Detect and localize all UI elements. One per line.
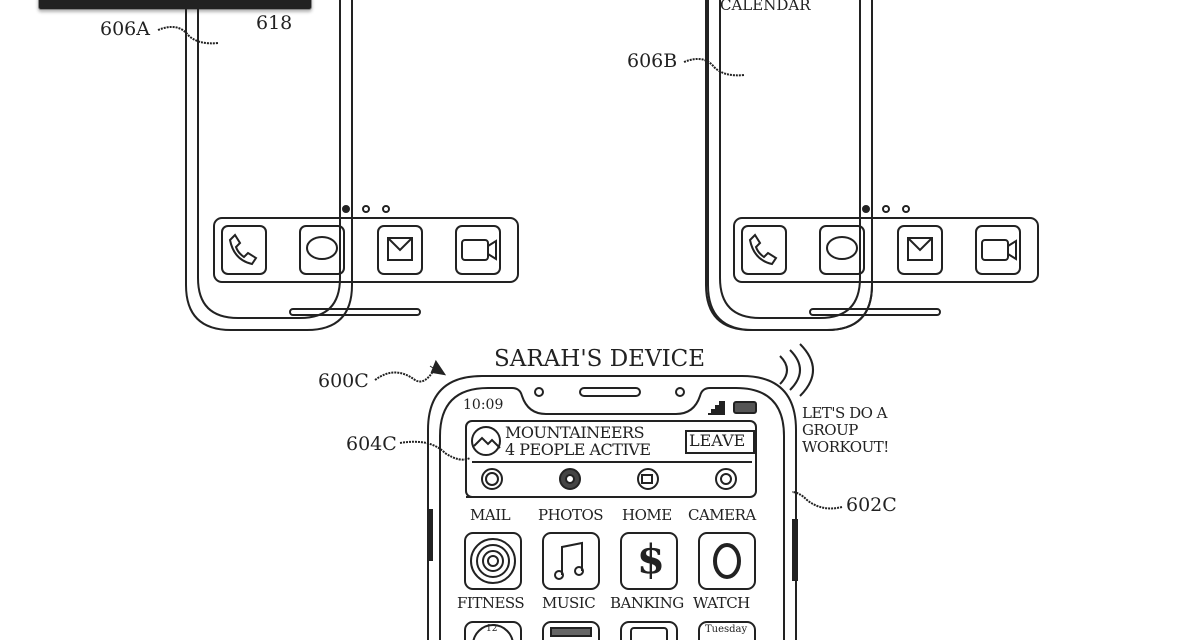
ref-618: 618 bbox=[256, 12, 293, 34]
calendar-label: CALENDAR bbox=[720, 0, 811, 14]
fitness-icon bbox=[464, 532, 522, 590]
group-name: MOUNTAINEERS bbox=[505, 423, 645, 442]
calendar-day: Tuesday bbox=[705, 624, 748, 635]
tooltip-overlay bbox=[38, 0, 312, 10]
speech-line: WORKOUT! bbox=[802, 438, 889, 456]
speech-line: GROUP bbox=[802, 421, 858, 439]
phone-606a bbox=[185, 0, 519, 331]
dollar-icon: $ bbox=[637, 536, 665, 583]
phone-icon bbox=[221, 225, 267, 275]
app-label-mail[interactable]: MAIL bbox=[470, 506, 511, 524]
ref-602c: 602C bbox=[846, 494, 897, 516]
music-icon bbox=[542, 532, 600, 590]
mail-icon bbox=[377, 225, 423, 275]
speech-text: LET'S DO A GROUP WORKOUT! bbox=[802, 405, 922, 456]
phone-606b bbox=[705, 0, 1039, 331]
watch-icon bbox=[698, 532, 756, 590]
phone-600c bbox=[427, 343, 814, 640]
speech-line: LET'S DO A bbox=[802, 404, 888, 422]
ref-606b: 606B bbox=[627, 50, 678, 72]
leave-button[interactable]: LEAVE bbox=[689, 431, 746, 450]
clock-number: 12 bbox=[486, 624, 498, 634]
ref-600c: 600C bbox=[318, 370, 369, 392]
app-label-home[interactable]: HOME bbox=[622, 506, 672, 524]
app-label-watch[interactable]: WATCH bbox=[693, 594, 750, 612]
facetime-icon bbox=[455, 225, 501, 275]
messages-icon bbox=[299, 225, 345, 275]
status-time: 10:09 bbox=[463, 397, 504, 413]
app-label-music[interactable]: MUSIC bbox=[542, 594, 596, 612]
banking-icon bbox=[620, 532, 678, 590]
app-label-photos[interactable]: PHOTOS bbox=[538, 506, 604, 524]
app-label-banking[interactable]: BANKING bbox=[610, 594, 684, 612]
active-count: 4 PEOPLE ACTIVE bbox=[505, 440, 651, 459]
group-banner[interactable]: MOUNTAINEERS 4 PEOPLE ACTIVE bbox=[505, 424, 651, 458]
ref-606a: 606A bbox=[100, 18, 150, 40]
device-title: SARAH'S DEVICE bbox=[494, 346, 706, 372]
ref-604c: 604C bbox=[346, 433, 397, 455]
app-label-camera[interactable]: CAMERA bbox=[688, 506, 756, 524]
app-label-fitness[interactable]: FITNESS bbox=[457, 594, 525, 612]
